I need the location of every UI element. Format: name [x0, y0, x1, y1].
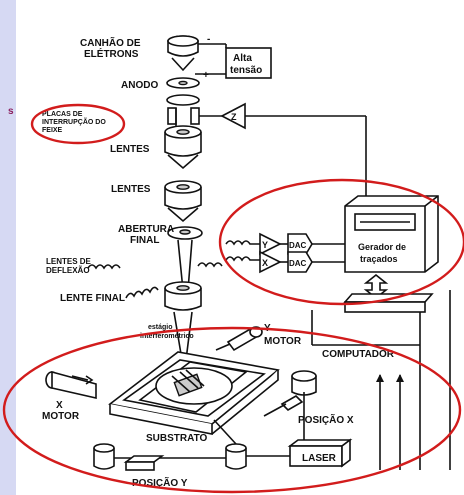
- dac-y-label: DAC: [289, 241, 307, 250]
- anode-label: ANODO: [121, 80, 158, 91]
- plus-sign: +: [203, 70, 209, 81]
- blanking-plates-label-l3: FEIXE: [42, 127, 63, 134]
- high-voltage-label-l2: tensão: [230, 65, 262, 76]
- pattern-generator: [344, 195, 439, 273]
- x-amplifier-label: X: [262, 258, 268, 268]
- y-amplifier: [259, 232, 288, 256]
- anode: [166, 77, 200, 89]
- final-lens: [125, 281, 202, 361]
- condenser-lens-1: [164, 125, 202, 170]
- lenses-2-label: LENTES: [111, 184, 151, 195]
- pattern-generator-label-l1: Gerador de: [358, 242, 406, 252]
- beam-blanking-plates: [166, 94, 222, 126]
- final-aperture-label-l2: FINAL: [130, 235, 159, 246]
- y-position-sensor: [93, 419, 247, 471]
- final-aperture: [167, 226, 203, 291]
- z-amplifier: [220, 102, 367, 198]
- y-motor-label-l2: MOTOR: [264, 336, 302, 347]
- deflection-coils: [87, 240, 260, 270]
- condenser-lens-2: [164, 180, 202, 223]
- x-motor: [45, 370, 97, 400]
- interferometric-stage-label-l1: estágio: [148, 324, 173, 331]
- sidebar-text-fragment: s: [8, 106, 14, 117]
- interferometric-stage-label-l2: interferométrico: [140, 333, 194, 340]
- stage-platform: [108, 351, 280, 435]
- highlight-control-electronics: [218, 178, 464, 306]
- computer: [311, 290, 451, 470]
- highlight-blanking-plates: [30, 103, 126, 145]
- highlight-stage-assembly: [2, 326, 462, 494]
- high-voltage-label-l1: Alta: [233, 53, 252, 64]
- minus-sign: -: [207, 34, 210, 45]
- x-motor-label-l1: X: [56, 400, 63, 411]
- z-amplifier-label: Z: [231, 112, 237, 122]
- final-lens-label: LENTE FINAL: [60, 293, 125, 304]
- dac-y: [287, 233, 345, 255]
- high-voltage-supply: [195, 43, 272, 79]
- laser: [240, 438, 353, 468]
- blanking-plates-label-l1: PLACAS DE: [42, 111, 83, 118]
- pattern-generator-label-l2: traçados: [360, 254, 398, 264]
- x-amplifier: [259, 250, 288, 274]
- left-sidebar-strip: [0, 0, 16, 495]
- lenses-1-label: LENTES: [110, 144, 150, 155]
- dac-x: [287, 251, 345, 273]
- deflection-lenses-label-l2: DEFLEXÃO: [46, 266, 90, 275]
- y-amplifier-label: Y: [262, 240, 268, 250]
- substrate-label: SUBSTRATO: [146, 433, 208, 444]
- computer-label: COMPUTADOR: [322, 349, 395, 360]
- electron-gun-label-l1: CANHÃO DE: [80, 36, 141, 49]
- deflection-lenses-label-l1: LENTES DE: [46, 257, 92, 266]
- electron-gun: [167, 35, 199, 72]
- y-motor: [215, 326, 263, 352]
- x-motor-label-l2: MOTOR: [42, 411, 80, 422]
- x-position-label: POSIÇÃO X: [298, 413, 354, 426]
- blanking-plates-label-l2: INTERRUPÇÃO DO: [42, 117, 106, 126]
- laser-label: LASER: [302, 453, 337, 464]
- dac-x-label: DAC: [289, 259, 307, 268]
- electron-gun-label-l2: ELÉTRONS: [84, 47, 139, 60]
- final-aperture-label-l1: ABERTURA: [118, 224, 174, 235]
